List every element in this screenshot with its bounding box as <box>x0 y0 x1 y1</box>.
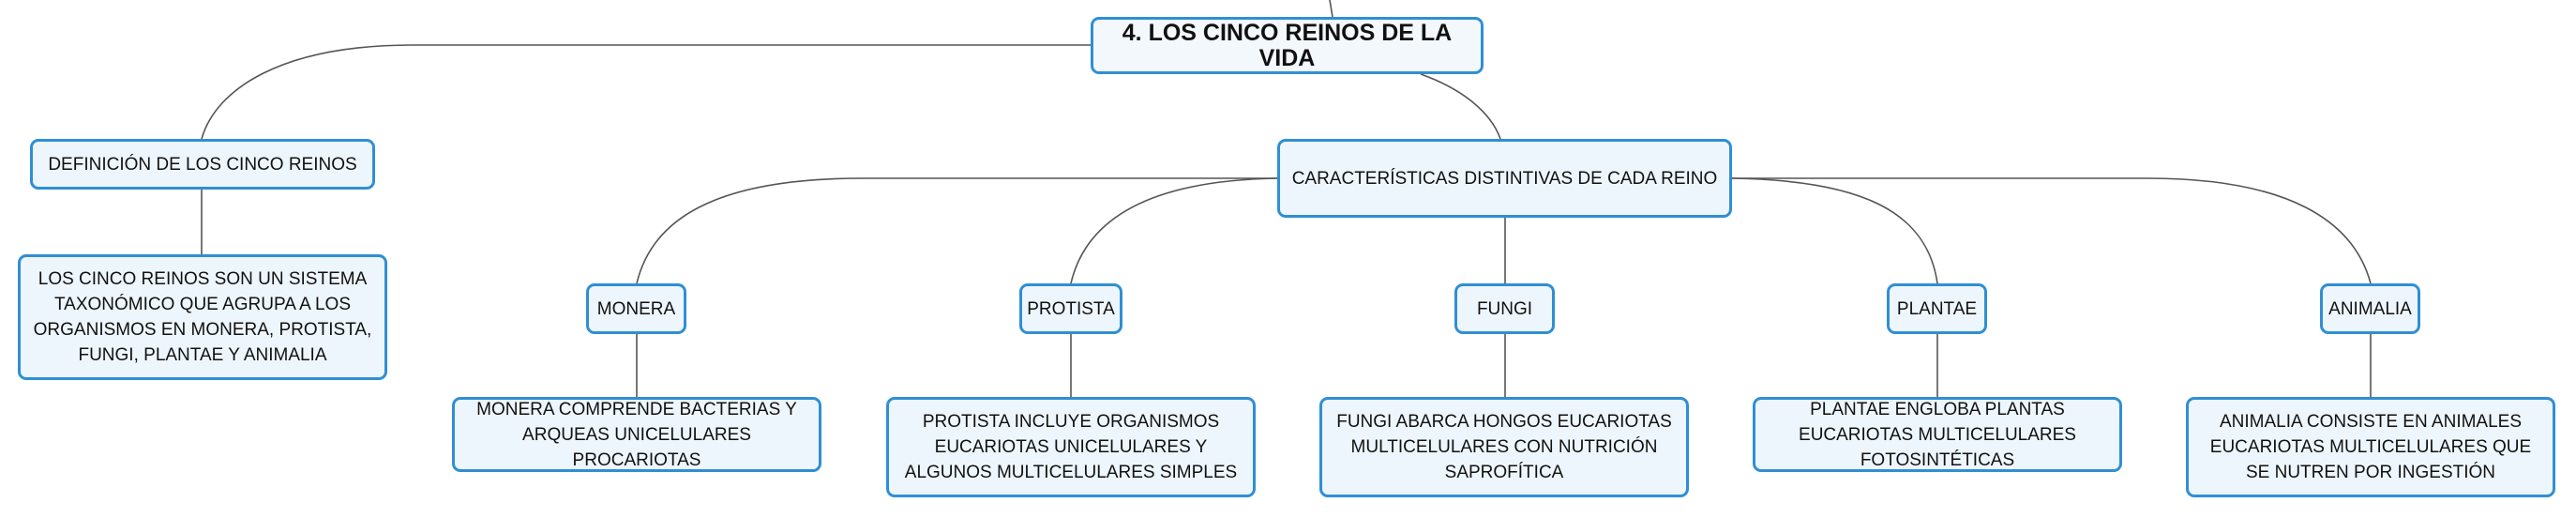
kingdom-description: ANIMALIA CONSISTE EN ANIMALES EUCARIOTAS… <box>2209 412 2532 482</box>
definition-text: LOS CINCO REINOS SON UN SISTEMA TAXONÓMI… <box>33 269 372 365</box>
definition-topic[interactable]: DEFINICIÓN DE LOS CINCO REINOS <box>30 139 375 190</box>
link-char-monera <box>636 177 1277 284</box>
link-root-definition <box>201 44 1091 140</box>
kingdom-animalia[interactable]: ANIMALIA <box>2320 283 2420 334</box>
root-topic-label: 4. LOS CINCO REINOS DE LA VIDA <box>1122 19 1453 71</box>
link-char-animalia <box>1732 177 2372 284</box>
definition-text-topic[interactable]: LOS CINCO REINOS SON UN SISTEMA TAXONÓMI… <box>18 254 387 380</box>
kingdom-monera[interactable]: MONERA <box>586 283 686 334</box>
kingdom-description: PROTISTA INCLUYE ORGANISMOS EUCARIOTAS U… <box>904 412 1238 482</box>
root-topic[interactable]: 4. LOS CINCO REINOS DE LA VIDA <box>1091 17 1484 74</box>
kingdom-fungi[interactable]: FUNGI <box>1454 283 1555 334</box>
kingdom-animalia-text[interactable]: ANIMALIA CONSISTE EN ANIMALES EUCARIOTAS… <box>2186 397 2555 497</box>
link-parent-root <box>1329 0 1333 18</box>
kingdom-label: MONERA <box>596 298 676 319</box>
kingdom-protista[interactable]: PROTISTA <box>1019 283 1122 334</box>
kingdom-description: MONERA COMPRENDE BACTERIAS Y ARQUEAS UNI… <box>476 399 797 470</box>
definition-topic-label: DEFINICIÓN DE LOS CINCO REINOS <box>48 154 357 175</box>
kingdom-label: PLANTAE <box>1896 298 1978 319</box>
characteristics-topic[interactable]: CARACTERÍSTICAS DISTINTIVAS DE CADA REIN… <box>1277 139 1732 218</box>
link-char-plantae <box>1731 177 1938 284</box>
link-root-characteristics <box>1420 73 1501 140</box>
kingdom-description: FUNGI ABARCA HONGOS EUCARIOTAS MULTICELU… <box>1336 412 1672 482</box>
characteristics-topic-label: CARACTERÍSTICAS DISTINTIVAS DE CADA REIN… <box>1291 168 1718 189</box>
kingdom-label: ANIMALIA <box>2328 298 2412 319</box>
kingdom-label: FUNGI <box>1476 298 1533 319</box>
kingdom-monera-text[interactable]: MONERA COMPRENDE BACTERIAS Y ARQUEAS UNI… <box>452 397 821 472</box>
kingdom-fungi-text[interactable]: FUNGI ABARCA HONGOS EUCARIOTAS MULTICELU… <box>1319 397 1689 497</box>
kingdom-protista-text[interactable]: PROTISTA INCLUYE ORGANISMOS EUCARIOTAS U… <box>886 397 1256 497</box>
kingdom-description: PLANTAE ENGLOBA PLANTAS EUCARIOTAS MULTI… <box>1799 399 2076 470</box>
kingdom-plantae[interactable]: PLANTAE <box>1887 283 1987 334</box>
kingdom-label: PROTISTA <box>1027 298 1115 319</box>
kingdom-plantae-text[interactable]: PLANTAE ENGLOBA PLANTAS EUCARIOTAS MULTI… <box>1753 397 2122 472</box>
link-char-protista <box>1070 177 1278 284</box>
